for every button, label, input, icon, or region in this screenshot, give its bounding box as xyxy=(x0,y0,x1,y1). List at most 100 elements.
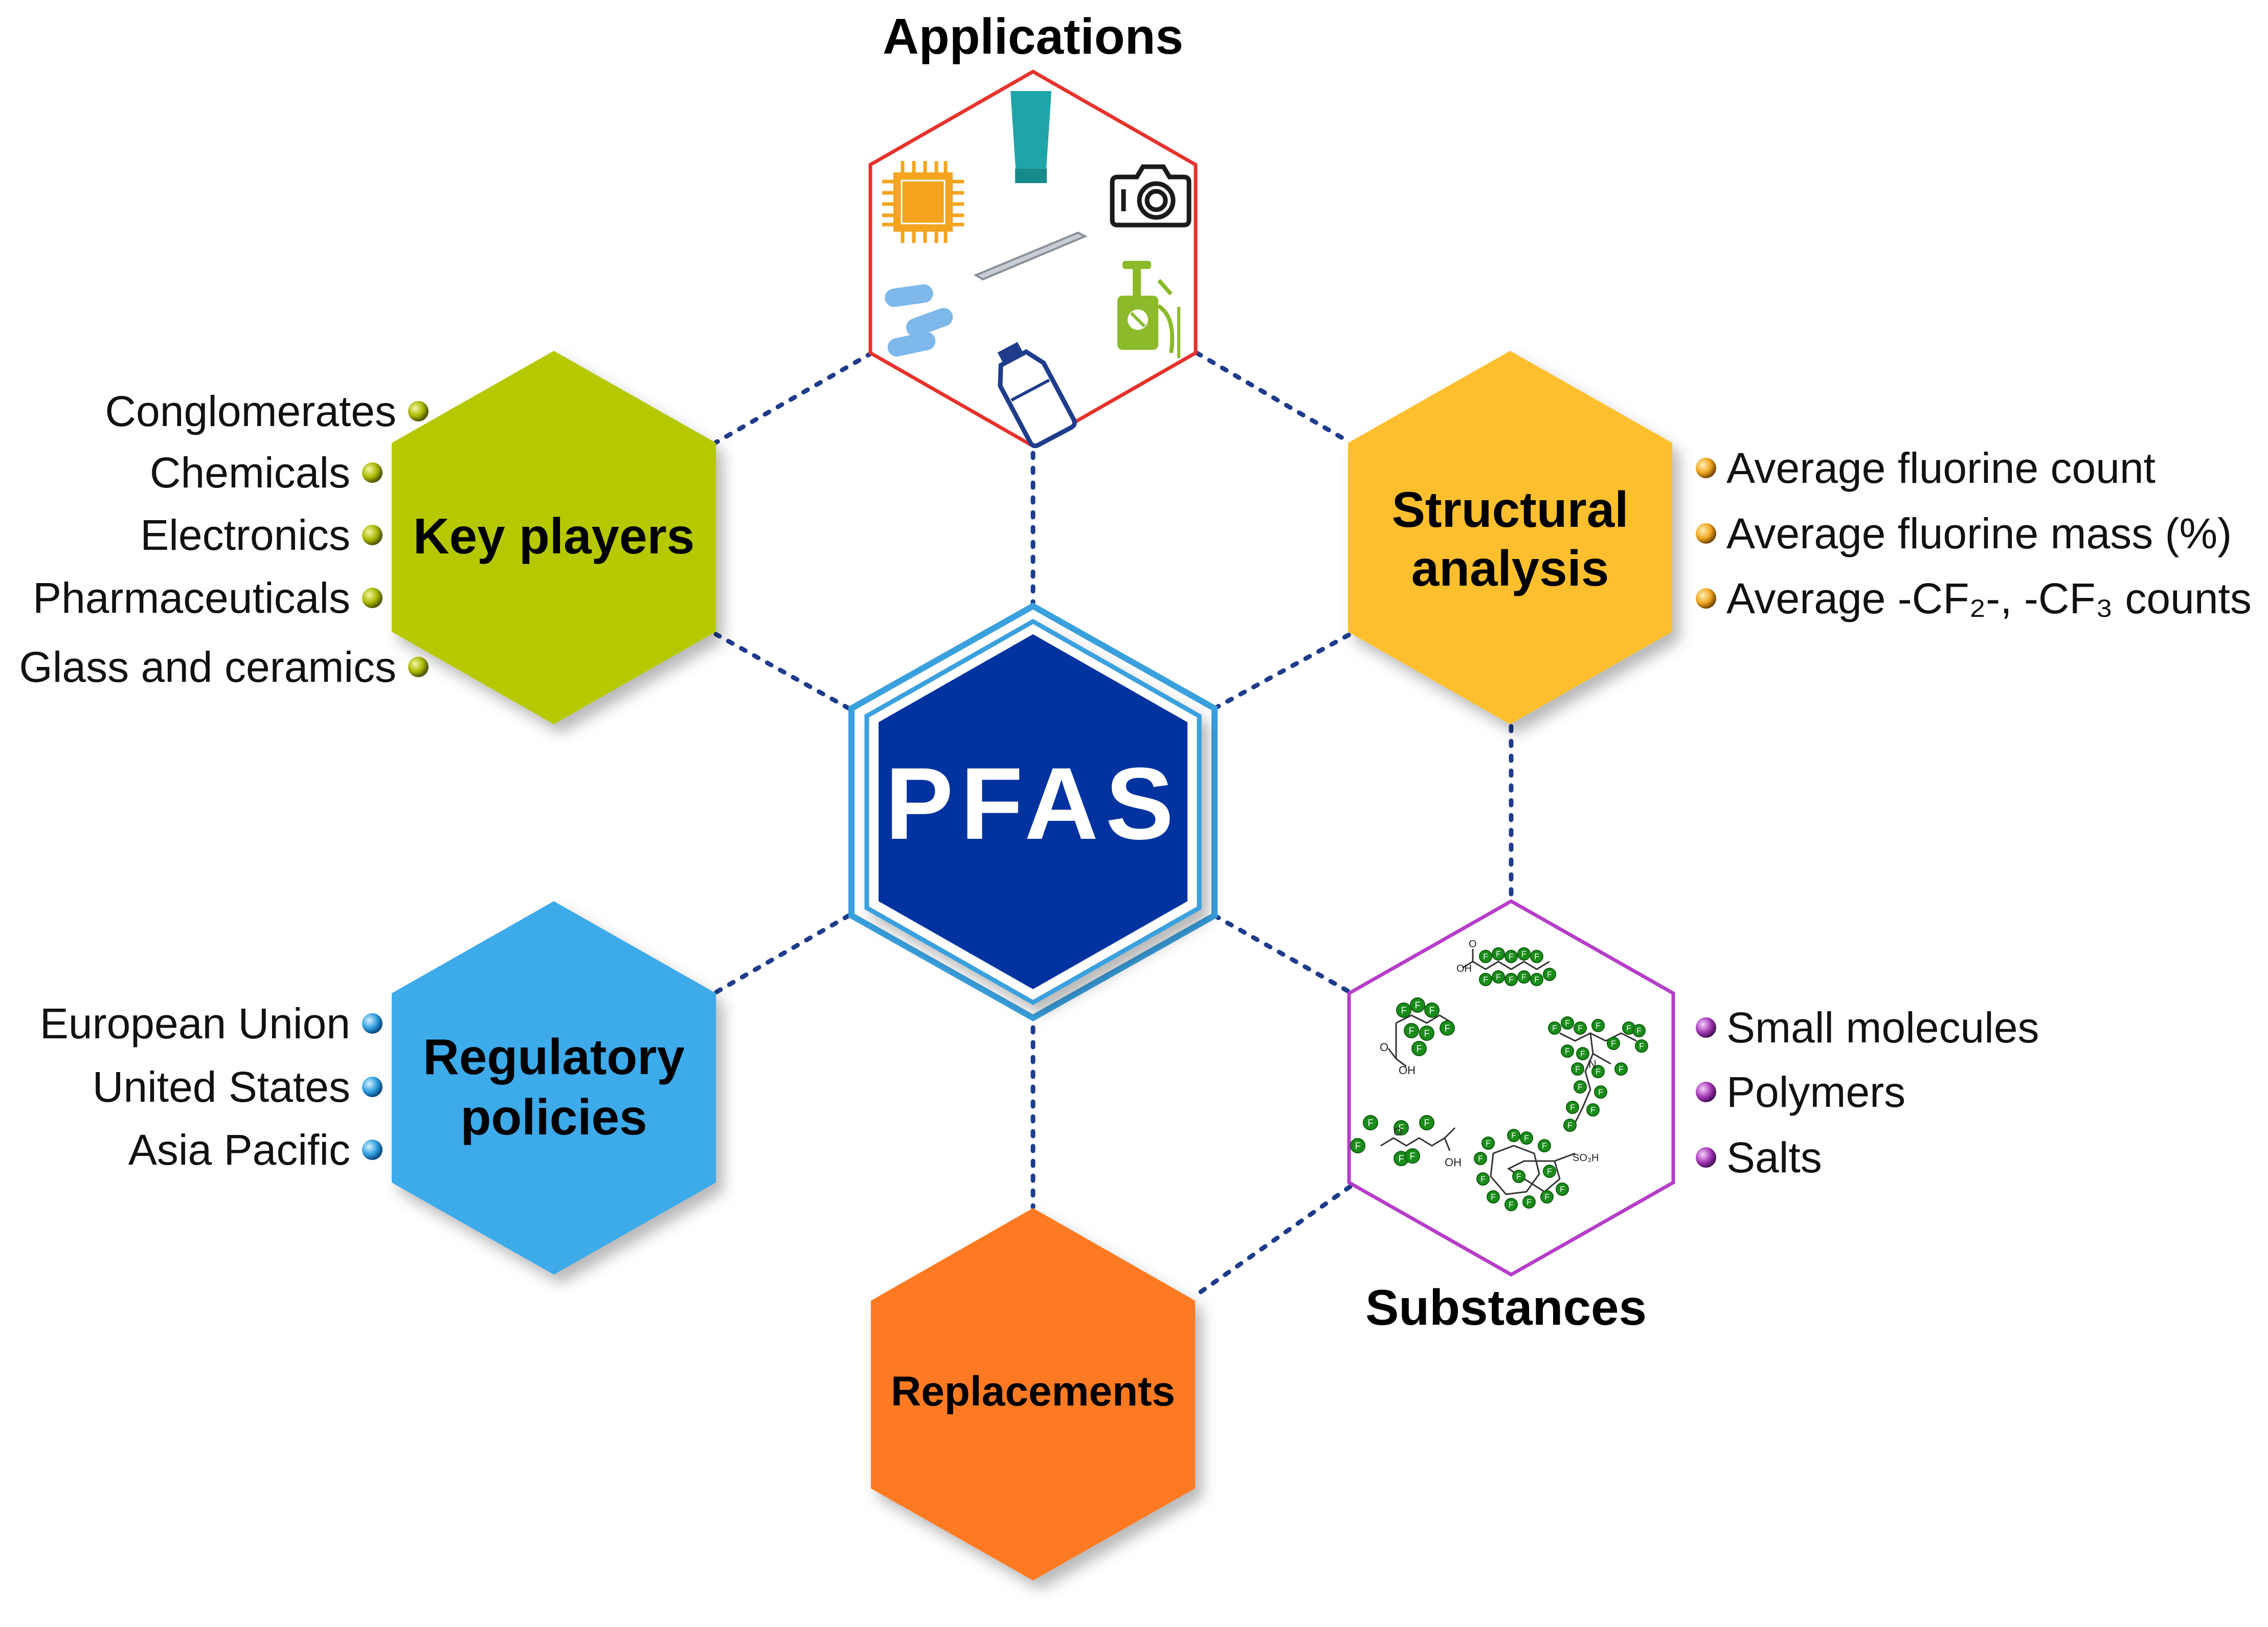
sulfonate-label: SO₃H xyxy=(1573,1152,1599,1164)
applications-node[interactable]: Applications xyxy=(868,8,1198,449)
fluorine-label: F xyxy=(1560,1185,1565,1194)
fluorine-label: F xyxy=(1544,1193,1550,1201)
regulatory-policies-item: Asia Pacific xyxy=(128,1126,350,1174)
fluorine-label: F xyxy=(1567,1121,1573,1130)
fluorine-label: F xyxy=(1570,1103,1575,1112)
bullet-icon xyxy=(362,1013,383,1034)
key-players-item: Conglomerates xyxy=(105,387,396,435)
bullet-icon xyxy=(408,657,429,677)
atom-labels: OH O OH O N O OH SO₃H xyxy=(1380,939,1599,1169)
fluorine-label: F xyxy=(1486,1139,1491,1148)
key-players-list: Conglomerates Chemicals Electronics Phar… xyxy=(19,387,429,691)
fluorine-label: F xyxy=(1596,1021,1601,1030)
fluorine-label: F xyxy=(1639,1042,1644,1051)
fluorine-label: F xyxy=(1401,1005,1406,1015)
fluorine-label: F xyxy=(1355,1141,1360,1151)
key-players-item: Chemicals xyxy=(150,449,350,497)
connector-applications-key-players xyxy=(713,350,874,445)
regulatory-policies-list: European Union United States Asia Pacifi… xyxy=(40,999,383,1174)
fluorine-label: F xyxy=(1416,1043,1422,1054)
connectors xyxy=(713,350,1514,1299)
fluorine-label: F xyxy=(1478,1154,1483,1163)
fluorine-label: F xyxy=(1509,1200,1514,1209)
key-players-item: Pharmaceuticals xyxy=(33,574,350,622)
fluorine-label: F xyxy=(1511,1131,1516,1140)
structural-analysis-node[interactable]: Structural analysis xyxy=(1348,351,1672,724)
bottle-icon xyxy=(997,342,1077,449)
pfas-center-node[interactable]: PFAS xyxy=(848,603,1218,1021)
fluorine-label: F xyxy=(1414,1000,1420,1010)
sprayer-icon xyxy=(1117,261,1180,358)
tube-icon xyxy=(1011,91,1051,183)
fluorine-label: F xyxy=(1619,1065,1624,1074)
fluorine-label: F xyxy=(1424,1118,1429,1128)
pills-icon xyxy=(885,284,953,357)
key-players-hexagon xyxy=(392,351,716,724)
regulatory-policies-hexagon xyxy=(392,901,716,1275)
key-players-node[interactable]: Key players xyxy=(392,351,716,724)
replacements-title: Replacements xyxy=(891,1368,1175,1415)
fluorine-label: F xyxy=(1516,1172,1521,1181)
structural-analysis-item: Average fluorine count xyxy=(1726,444,2155,492)
bullet-icon xyxy=(362,1077,383,1097)
replacements-hexagon xyxy=(871,1208,1195,1580)
connector-applications-structural xyxy=(1194,350,1353,445)
substances-hexagon xyxy=(1347,899,1675,1277)
connector-substances-replacements xyxy=(1192,1184,1353,1299)
bullet-icon xyxy=(408,401,429,421)
fluorine-label: F xyxy=(1578,1024,1583,1033)
key-players-item: Glass and ceramics xyxy=(19,643,396,691)
fluorine-label: F xyxy=(1534,952,1539,961)
bullet-icon xyxy=(362,462,383,483)
applications-title: Applications xyxy=(883,8,1183,64)
fluorine-label: F xyxy=(1496,973,1501,982)
key-players-title: Key players xyxy=(413,508,694,564)
replacements-node[interactable]: Replacements xyxy=(871,1208,1195,1580)
bullet-icon xyxy=(1696,588,1716,609)
fluorine-label: F xyxy=(1611,1039,1616,1048)
bullet-icon xyxy=(362,1140,383,1160)
fluorine-label: F xyxy=(1626,1024,1631,1033)
camera-icon xyxy=(1110,164,1192,228)
fluorine-label: F xyxy=(1367,1118,1373,1128)
structural-analysis-item: Average -CF₂-, -CF₃ counts xyxy=(1726,574,2252,622)
connector-center-structural xyxy=(1212,632,1353,711)
fluorine-label: F xyxy=(1534,975,1539,984)
hydroxyl-label: OH xyxy=(1456,963,1472,974)
substances-item: Small molecules xyxy=(1726,1004,2039,1052)
structural-analysis-title-line2: analysis xyxy=(1411,540,1609,596)
hydroxyl-label: OH xyxy=(1399,1064,1416,1077)
fluorine-label: F xyxy=(1524,1134,1529,1143)
fluorine-label: F xyxy=(1542,1142,1547,1150)
connector-center-key-players xyxy=(713,632,851,711)
connector-center-regulatory xyxy=(713,913,851,995)
carbonyl-oxygen-label: O xyxy=(1380,1041,1388,1054)
fluorine-label: F xyxy=(1521,950,1526,959)
bullet-icon xyxy=(362,588,383,608)
carbonyl-oxygen-label: O xyxy=(1394,1125,1402,1138)
microchip-icon xyxy=(882,161,964,243)
fluorine-label: F xyxy=(1483,952,1488,961)
nitrogen-label: N xyxy=(1588,1058,1597,1071)
fluorine-label: F xyxy=(1444,1023,1450,1033)
bullet-icon xyxy=(362,525,383,545)
fluorine-label: F xyxy=(1496,950,1501,959)
fluorine-label: F xyxy=(1565,1047,1570,1056)
fluorine-label: F xyxy=(1424,1028,1429,1038)
fluorine-label: F xyxy=(1547,1167,1552,1176)
regulatory-policies-item: European Union xyxy=(40,999,350,1047)
regulatory-policies-node[interactable]: Regulatory policies xyxy=(392,901,716,1275)
fluorine-label: F xyxy=(1409,1151,1415,1161)
substances-list: Small molecules Polymers Salts xyxy=(1696,1004,2039,1182)
molecule-structures xyxy=(1380,949,1637,1195)
substances-node[interactable]: Substances xyxy=(1347,899,1675,1335)
substances-title: Substances xyxy=(1365,1279,1647,1335)
bullet-icon xyxy=(1696,458,1716,478)
fluorine-label: F xyxy=(1590,1106,1596,1115)
hydroxyl-label: OH xyxy=(1445,1156,1462,1169)
fluorine-label: F xyxy=(1578,1083,1583,1091)
key-players-item: Electronics xyxy=(140,511,350,559)
regulatory-policies-item: United States xyxy=(93,1063,350,1111)
structural-analysis-title-line1: Structural xyxy=(1392,481,1629,538)
